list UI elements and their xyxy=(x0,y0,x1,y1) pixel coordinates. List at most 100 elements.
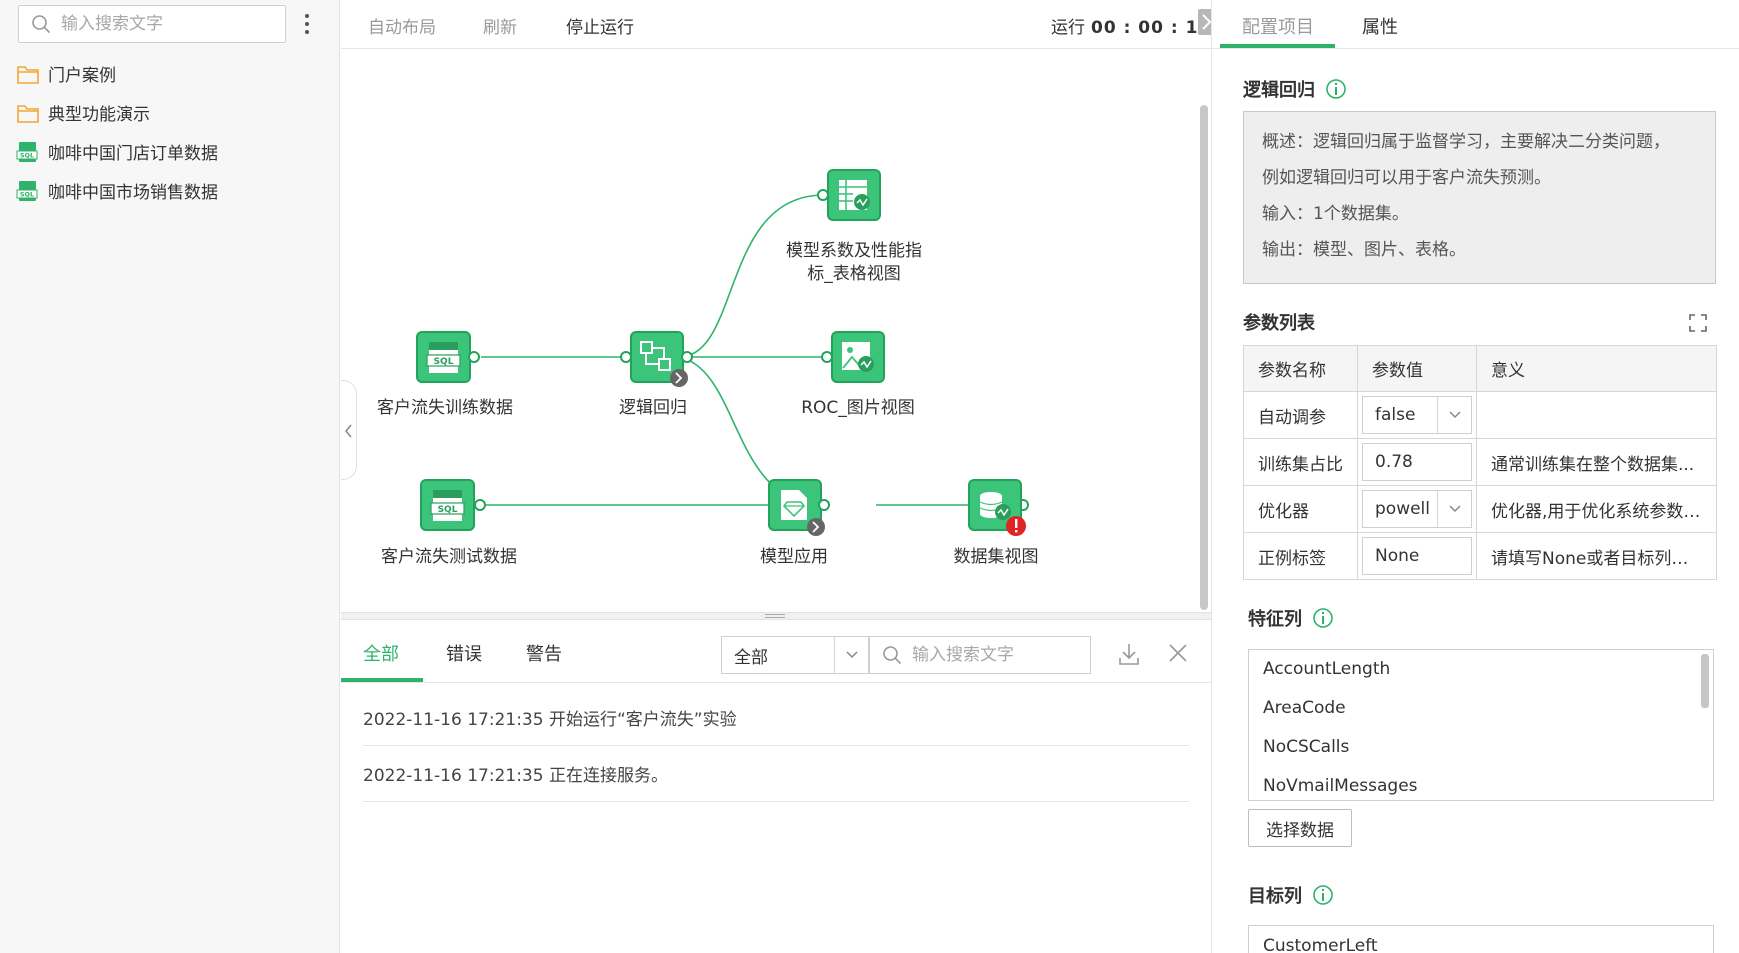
target-column-field[interactable]: CustomerLeft xyxy=(1248,925,1714,953)
folder-icon xyxy=(17,104,39,123)
svg-text:SQL: SQL xyxy=(20,151,34,159)
param-input-positive-label[interactable]: None xyxy=(1362,537,1472,575)
sidebar-search-box[interactable] xyxy=(18,5,286,43)
active-tab-indicator xyxy=(341,678,423,682)
node-train-data[interactable]: SQL xyxy=(416,331,480,383)
param-meaning: 通常训练集在整个数据集... xyxy=(1476,438,1717,486)
logistic-regression-icon xyxy=(640,341,671,371)
download-icon[interactable] xyxy=(1117,642,1141,666)
node-logistic-regression[interactable] xyxy=(620,331,693,387)
stop-run-button[interactable]: 停止运行 xyxy=(566,18,634,38)
info-icon[interactable] xyxy=(1312,884,1334,906)
param-name: 训练集占比 xyxy=(1243,438,1358,486)
node-model-apply[interactable] xyxy=(768,479,830,536)
param-select-optimizer[interactable]: powell xyxy=(1362,490,1472,528)
canvas-scrollbar[interactable] xyxy=(1200,105,1208,610)
node-test-data[interactable]: SQL xyxy=(420,479,486,531)
select-data-button[interactable]: 选择数据 xyxy=(1248,809,1352,847)
resource-tree: 门户案例 典型功能演示 SQL 咖啡中国门店订单数据 SQL 咖啡中国市场销售数… xyxy=(16,54,218,210)
log-tab-errors[interactable]: 错误 xyxy=(446,644,482,665)
chevron-down-icon xyxy=(1437,397,1471,433)
param-value-cell: false xyxy=(1357,391,1477,439)
params-table: 参数名称 参数值 意义 自动调参 false 训练集占比 0.78 通常训练集在… xyxy=(1243,345,1717,580)
expand-node-icon[interactable] xyxy=(670,369,688,387)
splitter-grip-icon xyxy=(765,614,785,618)
log-tab-all[interactable]: 全部 xyxy=(363,644,399,665)
component-title-text: 逻辑回归 xyxy=(1243,80,1315,101)
table-view-icon xyxy=(839,180,870,210)
feature-list-scrollbar[interactable] xyxy=(1701,654,1709,708)
param-name: 自动调参 xyxy=(1243,391,1358,439)
node-label-train: 客户流失训练数据 xyxy=(377,398,513,418)
info-icon[interactable] xyxy=(1312,607,1334,629)
tab-properties[interactable]: 属性 xyxy=(1362,17,1398,38)
node-coef-table-view[interactable] xyxy=(817,169,881,221)
node-dataset-view[interactable] xyxy=(968,479,1029,536)
log-tab-warnings[interactable]: 警告 xyxy=(526,644,562,665)
feature-column-list[interactable]: AccountLength AreaCode NoCSCalls NoVmail… xyxy=(1248,649,1714,801)
more-menu-icon[interactable] xyxy=(300,12,314,36)
tree-item-feature-demo[interactable]: 典型功能演示 xyxy=(16,93,218,132)
refresh-button[interactable]: 刷新 xyxy=(483,18,517,38)
tree-item-label: 咖啡中国市场销售数据 xyxy=(48,183,218,203)
node-label-apply: 模型应用 xyxy=(760,547,828,567)
description-line: 输入：1个数据集。 xyxy=(1262,204,1409,224)
node-label-coef-line2: 标_表格视图 xyxy=(807,264,901,284)
params-header-row: 参数名称 参数值 意义 xyxy=(1243,345,1717,392)
target-title: 目标列 xyxy=(1248,882,1334,908)
sql-node-icon: SQL xyxy=(430,490,465,521)
workflow-canvas[interactable]: SQL xyxy=(341,50,1211,615)
list-item[interactable]: AccountLength xyxy=(1263,659,1391,679)
param-row: 正例标签 None 请填写None或者目标列中... xyxy=(1243,532,1717,580)
tree-item-coffee-store-orders[interactable]: SQL 咖啡中国门店订单数据 xyxy=(16,132,218,171)
description-line: 输出：模型、图片、表格。 xyxy=(1262,240,1466,260)
fullscreen-icon[interactable] xyxy=(1687,312,1709,334)
param-select-value: false xyxy=(1375,405,1416,425)
tree-item-label: 咖啡中国门店订单数据 xyxy=(48,144,218,164)
node-roc-image-view[interactable] xyxy=(821,331,885,383)
tree-item-coffee-market-sales[interactable]: SQL 咖啡中国市场销售数据 xyxy=(16,171,218,210)
description-line: 例如逻辑回归可以用于客户流失预测。 xyxy=(1262,168,1551,188)
log-search-box[interactable] xyxy=(869,636,1091,674)
chevron-left-icon xyxy=(345,424,352,438)
param-meaning xyxy=(1476,391,1717,439)
resource-sidebar: 门户案例 典型功能演示 SQL 咖啡中国门店订单数据 SQL 咖啡中国市场销售数… xyxy=(0,0,340,953)
col-header: 参数名称 xyxy=(1243,345,1358,392)
tab-config-items[interactable]: 配置项目 xyxy=(1242,17,1314,38)
info-icon[interactable] xyxy=(1325,78,1347,100)
param-value-cell: None xyxy=(1357,532,1477,580)
auto-layout-button[interactable]: 自动布局 xyxy=(368,18,436,38)
param-value-cell: powell xyxy=(1357,485,1477,533)
node-label-dsview: 数据集视图 xyxy=(953,547,1039,567)
config-panel: 配置项目 属性 逻辑回归 概述：逻辑回归属于监督学习，主要解决二分类问题， 例如… xyxy=(1211,0,1739,953)
sql-file-icon: SQL xyxy=(16,180,38,201)
param-row: 训练集占比 0.78 通常训练集在整个数据集... xyxy=(1243,438,1717,486)
list-item[interactable]: AreaCode xyxy=(1263,698,1346,718)
search-icon xyxy=(32,15,51,34)
node-label-test: 客户流失测试数据 xyxy=(381,547,517,567)
svg-text:SQL: SQL xyxy=(438,505,458,515)
edge-logreg-to-coef xyxy=(678,194,825,358)
list-item[interactable]: NoCSCalls xyxy=(1263,737,1350,757)
param-meaning: 请填写None或者目标列中... xyxy=(1476,532,1717,580)
panel-splitter[interactable] xyxy=(341,612,1211,620)
col-header: 意义 xyxy=(1476,345,1717,392)
dataset-view-icon xyxy=(979,492,1011,520)
params-title: 参数列表 xyxy=(1243,313,1315,334)
list-item[interactable]: NoVmailMessages xyxy=(1263,776,1418,796)
tree-item-portal-cases[interactable]: 门户案例 xyxy=(16,54,218,93)
sidebar-toggle-tab[interactable] xyxy=(341,380,357,480)
svg-text:SQL: SQL xyxy=(20,190,34,198)
sidebar-search-input[interactable] xyxy=(61,14,261,34)
folder-icon xyxy=(17,65,39,84)
param-select-auto-tune[interactable]: false xyxy=(1362,396,1472,434)
log-search-input[interactable] xyxy=(912,645,1082,665)
target-title-text: 目标列 xyxy=(1248,886,1302,907)
close-icon[interactable] xyxy=(1167,642,1189,664)
log-level-select[interactable]: 全部 xyxy=(721,636,869,674)
node-label-roc: ROC_图片视图 xyxy=(801,398,915,418)
expand-node-icon[interactable] xyxy=(807,518,825,536)
param-input-train-ratio[interactable]: 0.78 xyxy=(1362,443,1472,481)
